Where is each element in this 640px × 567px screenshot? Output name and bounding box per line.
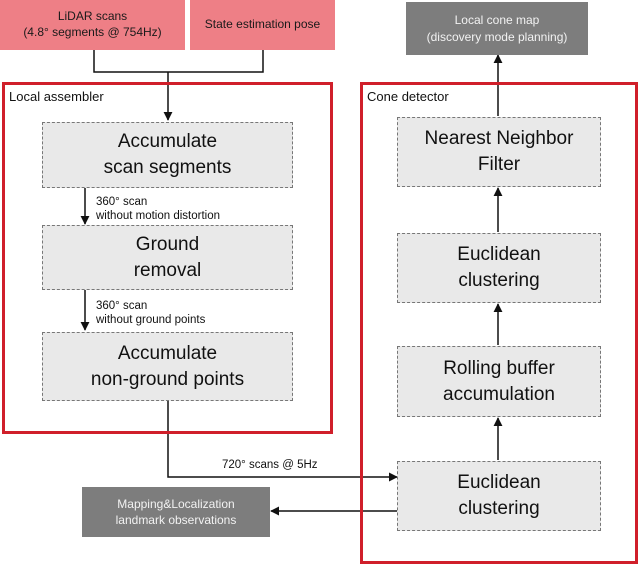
cone-detector-title: Cone detector [367, 89, 449, 104]
lidar-line2: (4.8° segments @ 754Hz) [23, 25, 162, 39]
step-line2: clustering [458, 498, 540, 519]
step-line1: Accumulate [117, 342, 218, 364]
group-local-assembler: Local assembler [2, 82, 333, 434]
step-line1: Nearest Neighbor [424, 128, 574, 150]
input-lidar-scans: LiDAR scans (4.8° segments @ 754Hz) [0, 0, 185, 50]
step-euclidean-clustering-upper: Euclidean clustering [397, 233, 601, 303]
step-rolling-buffer-accumulation: Rolling buffer accumulation [397, 346, 601, 417]
edge-label-line1: 360° scan [96, 196, 148, 208]
output-local-cone-map: Local cone map (discovery mode planning) [406, 2, 588, 55]
group-cone-detector: Cone detector [360, 82, 638, 564]
step-line1: Euclidean [457, 244, 541, 266]
edge-label-motion-distortion: 360° scan without motion distortion [96, 196, 220, 224]
step-line1: Accumulate [117, 131, 218, 153]
cone-map-line2: (discovery mode planning) [426, 29, 568, 44]
step-line2: accumulation [443, 383, 555, 405]
step-line1: Rolling buffer [443, 357, 555, 379]
step-nearest-neighbor-filter: Nearest Neighbor Filter [397, 117, 601, 187]
output-mapping-localization: Mapping&Localization landmark observatio… [82, 487, 270, 537]
cone-map-line1: Local cone map [454, 13, 540, 28]
step-line1: Ground [135, 233, 200, 255]
edge-assembler-to-detector [167, 401, 398, 482]
edge-label-720-scans: 720° scans @ 5Hz [222, 459, 318, 471]
step-line2: removal [133, 259, 202, 281]
input-state-estimation-pose: State estimation pose [190, 0, 335, 50]
step-accumulate-non-ground-points: Accumulate non-ground points [42, 332, 293, 401]
local-assembler-title: Local assembler [9, 89, 104, 104]
edge-label-line2: without motion distortion [96, 209, 221, 222]
edge-label-line1: 360° scan [96, 300, 148, 312]
mapping-line1: Mapping&Localization [117, 496, 235, 511]
step-line2: non-ground points [90, 368, 245, 390]
lidar-line1: LiDAR scans [57, 9, 128, 24]
edge-inputs-merge [93, 50, 264, 73]
edge-label-ground-points: 360° scan without ground points [96, 300, 205, 328]
pose-label: State estimation pose [204, 17, 321, 32]
step-euclidean-clustering-lower: Euclidean clustering [397, 461, 601, 531]
edge-label-line2: without ground points [96, 313, 206, 326]
mapping-line2: landmark observations [115, 513, 237, 527]
step-line2: scan segments [103, 157, 232, 178]
step-line2: clustering [458, 270, 540, 291]
step-accumulate-scan-segments: Accumulate scan segments [42, 122, 293, 188]
step-line2: Filter [477, 154, 521, 175]
step-line1: Euclidean [457, 472, 541, 494]
step-ground-removal: Ground removal [42, 225, 293, 290]
